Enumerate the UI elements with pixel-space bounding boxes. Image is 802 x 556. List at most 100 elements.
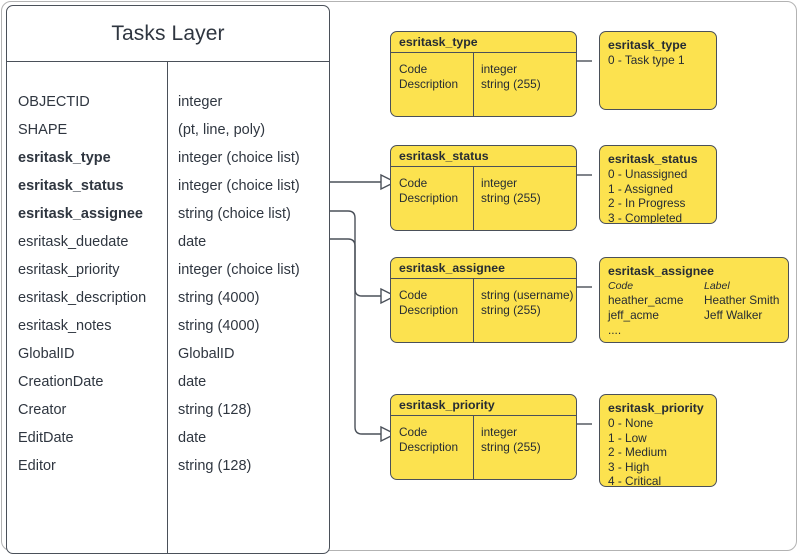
field-type-column: integer (pt, line, poly) integer (choice… [178, 88, 326, 480]
schema-type-code: string (username) [481, 288, 574, 302]
table-cell-type: string (4000) [178, 290, 260, 306]
table-cell-type: integer (choice list) [178, 262, 300, 278]
value-box-esritask-status[interactable]: esritask_status 0 - Unassigned 1 - Assig… [599, 145, 717, 224]
table-row: esritask_type [18, 150, 111, 166]
table-row: OBJECTID [18, 94, 90, 110]
column-divider [167, 62, 168, 553]
table-cell-type: integer (choice list) [178, 178, 300, 194]
schema-left-column: Code Description [399, 288, 458, 318]
value-box-item: 3 - High [608, 459, 650, 474]
value-box-title: esritask_type [608, 38, 687, 52]
schema-field-description: Description [399, 440, 459, 454]
schema-box-title: esritask_status [391, 146, 576, 167]
table-row: esritask_notes [18, 318, 112, 334]
value-box-title: esritask_assignee [608, 264, 714, 278]
value-box-item: 0 - None [608, 416, 654, 430]
table-row: CreationDate [18, 374, 104, 390]
table-cell-type: integer [178, 94, 223, 110]
value-box-item: 2 - Medium [608, 445, 668, 459]
schema-box-body: Code Description integer string (255) [391, 167, 576, 230]
value-box-esritask-type[interactable]: esritask_type 0 - Task type 1 [599, 31, 717, 110]
schema-type-description: string (255) [481, 191, 541, 205]
table-cell-type: string (choice list) [178, 206, 291, 222]
schema-box-esritask-type[interactable]: esritask_type Code Description integer s… [390, 31, 577, 117]
value-box-item: 1 - Low [608, 430, 647, 445]
value-box-esritask-assignee[interactable]: esritask_assignee Code Label heather_acm… [599, 257, 789, 343]
value-cell-label: Heather Smith [704, 293, 780, 307]
table-cell-type: integer (choice list) [178, 150, 300, 166]
table-cell-type: date [178, 430, 207, 446]
table-row: Editor [18, 458, 56, 474]
value-box-item: 2 - In Progress [608, 196, 686, 210]
value-box-esritask-priority[interactable]: esritask_priority 0 - None 1 - Low 2 - M… [599, 394, 717, 487]
schema-field-code: Code [399, 176, 428, 190]
schema-right-column: string (username) string (255) [481, 288, 573, 318]
table-row: SHAPE [18, 122, 68, 138]
entity-table-tasks-layer[interactable]: Tasks Layer OBJECTID SHAPE esritask_type… [6, 5, 330, 554]
schema-box-body: Code Description string (username) strin… [391, 279, 576, 342]
schema-type-description: string (255) [481, 303, 541, 317]
schema-box-esritask-assignee[interactable]: esritask_assignee Code Description strin… [390, 257, 577, 343]
schema-box-body: Code Description integer string (255) [391, 416, 576, 479]
table-cell-type: GlobalID [178, 346, 235, 362]
table-cell-type: (pt, line, poly) [178, 122, 266, 138]
value-box-item: 1 - Assigned [608, 181, 673, 196]
schema-box-title: esritask_assignee [391, 258, 576, 279]
table-cell-type: string (4000) [178, 318, 260, 334]
value-box-title: esritask_priority [608, 401, 704, 415]
schema-left-column: Code Description [399, 62, 458, 92]
schema-right-column: integer string (255) [481, 62, 541, 92]
schema-column-divider [473, 416, 474, 479]
schema-field-description: Description [399, 303, 459, 317]
schema-type-code: integer [481, 425, 518, 439]
schema-box-esritask-priority[interactable]: esritask_priority Code Description integ… [390, 394, 577, 480]
field-name-column: OBJECTID SHAPE esritask_type esritask_st… [18, 88, 163, 480]
schema-box-esritask-status[interactable]: esritask_status Code Description integer… [390, 145, 577, 231]
table-cell-type: string (128) [178, 458, 252, 474]
schema-type-description: string (255) [481, 440, 541, 454]
value-cell-label: Jeff Walker [704, 308, 763, 322]
entity-table-body: OBJECTID SHAPE esritask_type esritask_st… [7, 62, 329, 553]
schema-column-divider [473, 279, 474, 342]
table-cell-type: date [178, 374, 207, 390]
schema-box-body: Code Description integer string (255) [391, 53, 576, 116]
value-box-item: 0 - Unassigned [608, 167, 688, 181]
value-col-header-code: Code [608, 280, 634, 292]
value-box-title: esritask_status [608, 152, 698, 166]
schema-field-code: Code [399, 425, 428, 439]
value-cell-code: jeff_acme [608, 308, 659, 322]
schema-box-title: esritask_type [391, 32, 576, 53]
table-row: EditDate [18, 430, 74, 446]
table-row: esritask_description [18, 290, 147, 306]
value-box-ellipsis: .... [608, 323, 622, 337]
schema-right-column: integer string (255) [481, 425, 541, 455]
table-row: GlobalID [18, 346, 75, 362]
schema-column-divider [473, 53, 474, 116]
table-row: esritask_priority [18, 262, 120, 278]
value-col-header-label: Label [704, 280, 730, 292]
schema-field-description: Description [399, 77, 459, 91]
table-row: esritask_assignee [18, 206, 143, 222]
schema-left-column: Code Description [399, 176, 458, 206]
schema-column-divider [473, 167, 474, 230]
table-row: Creator [18, 402, 67, 418]
table-cell-type: string (128) [178, 402, 252, 418]
table-row: esritask_duedate [18, 234, 129, 250]
schema-field-code: Code [399, 288, 428, 302]
schema-field-description: Description [399, 191, 459, 205]
value-box-item: 0 - Task type 1 [608, 53, 685, 67]
schema-right-column: integer string (255) [481, 176, 541, 206]
value-box-grid: Code Label heather_acme Heather Smith je… [608, 279, 788, 323]
value-cell-code: heather_acme [608, 293, 684, 307]
schema-box-title: esritask_priority [391, 395, 576, 416]
schema-left-column: Code Description [399, 425, 458, 455]
page-title: Tasks Layer [7, 6, 329, 62]
table-row: esritask_status [18, 178, 124, 194]
schema-type-code: integer [481, 176, 518, 190]
table-cell-type: date [178, 234, 207, 250]
schema-type-description: string (255) [481, 77, 541, 91]
value-box-item: 4 - Critical [608, 474, 662, 487]
value-box-item: 3 - Completed [608, 210, 683, 224]
